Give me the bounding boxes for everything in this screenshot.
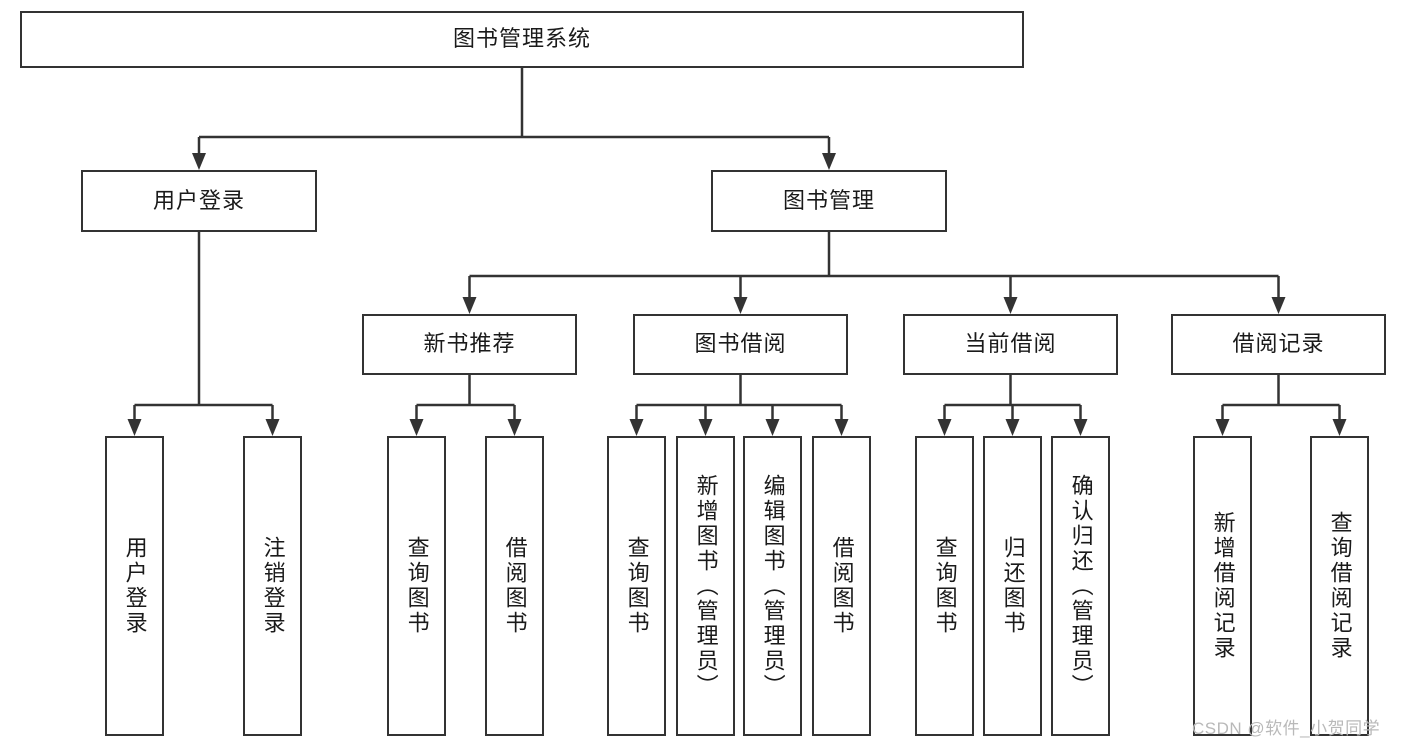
arrowhead-icon bbox=[409, 419, 424, 436]
node-label: 图书管理系统 bbox=[452, 26, 591, 52]
arrowhead-icon bbox=[822, 153, 836, 170]
node-label: 新书推荐 bbox=[423, 331, 516, 357]
arrowhead-icon bbox=[507, 419, 522, 436]
node-label: 借阅图书 bbox=[829, 536, 855, 636]
node-label: 查询图书 bbox=[932, 536, 958, 636]
arrowhead-icon bbox=[937, 419, 952, 436]
arrowhead-icon bbox=[1215, 419, 1230, 436]
arrowhead-icon bbox=[765, 419, 780, 436]
arrowhead-icon bbox=[265, 419, 280, 436]
node-label: 编辑图书（管理员） bbox=[760, 473, 786, 699]
node-label: 归还图书 bbox=[1000, 536, 1026, 636]
arrowhead-icon bbox=[1005, 419, 1020, 436]
node-root: 图书管理系统 bbox=[20, 11, 1024, 68]
node-label: 确认归还（管理员） bbox=[1068, 473, 1094, 699]
node-leaf-2: 注销登录 bbox=[243, 436, 302, 736]
node-leaf-12: 新增借阅记录 bbox=[1193, 436, 1252, 736]
node-label: 新增图书（管理员） bbox=[693, 473, 719, 699]
node-leaf-3: 查询图书 bbox=[387, 436, 446, 736]
node-label: 当前借阅 bbox=[964, 331, 1057, 357]
node-current: 当前借阅 bbox=[903, 314, 1118, 375]
node-label: 查询图书 bbox=[404, 536, 430, 636]
node-label: 图书管理 bbox=[782, 187, 875, 213]
arrowhead-icon bbox=[1003, 297, 1018, 314]
node-records: 借阅记录 bbox=[1171, 314, 1386, 375]
edge-group bbox=[127, 68, 1347, 436]
node-leaf-13: 查询借阅记录 bbox=[1310, 436, 1369, 736]
node-leaf-1: 用户登录 bbox=[105, 436, 164, 736]
arrowhead-icon bbox=[1073, 419, 1088, 436]
watermark-label: CSDN @软件_小贺同学 bbox=[1192, 719, 1381, 738]
arrowhead-icon bbox=[1271, 297, 1286, 314]
node-label: 新增借阅记录 bbox=[1210, 511, 1236, 661]
arrowhead-icon bbox=[192, 153, 206, 170]
node-label: 查询图书 bbox=[624, 536, 650, 636]
arrowhead-icon bbox=[834, 419, 849, 436]
arrowhead-icon bbox=[1332, 419, 1347, 436]
node-label: 查询借阅记录 bbox=[1327, 511, 1353, 661]
node-bookmgmt: 图书管理 bbox=[711, 170, 947, 232]
node-label: 用户登录 bbox=[122, 536, 148, 636]
node-label: 借阅记录 bbox=[1232, 331, 1325, 357]
node-borrow: 图书借阅 bbox=[633, 314, 848, 375]
arrowhead-icon bbox=[698, 419, 713, 436]
node-leaf-6: 新增图书（管理员） bbox=[676, 436, 735, 736]
node-label: 借阅图书 bbox=[502, 536, 528, 636]
node-newbook: 新书推荐 bbox=[362, 314, 577, 375]
arrowhead-icon bbox=[629, 419, 644, 436]
arrowhead-icon bbox=[733, 297, 748, 314]
node-leaf-10: 归还图书 bbox=[983, 436, 1042, 736]
node-leaf-8: 借阅图书 bbox=[812, 436, 871, 736]
arrowhead-icon bbox=[462, 297, 477, 314]
node-login: 用户登录 bbox=[81, 170, 317, 232]
node-label: 图书借阅 bbox=[694, 331, 787, 357]
arrowhead-icon bbox=[127, 419, 142, 436]
node-leaf-7: 编辑图书（管理员） bbox=[743, 436, 802, 736]
node-label: 用户登录 bbox=[152, 187, 245, 213]
node-leaf-4: 借阅图书 bbox=[485, 436, 544, 736]
node-leaf-5: 查询图书 bbox=[607, 436, 666, 736]
node-leaf-11: 确认归还（管理员） bbox=[1051, 436, 1110, 736]
node-leaf-9: 查询图书 bbox=[915, 436, 974, 736]
node-label: 注销登录 bbox=[260, 536, 286, 636]
